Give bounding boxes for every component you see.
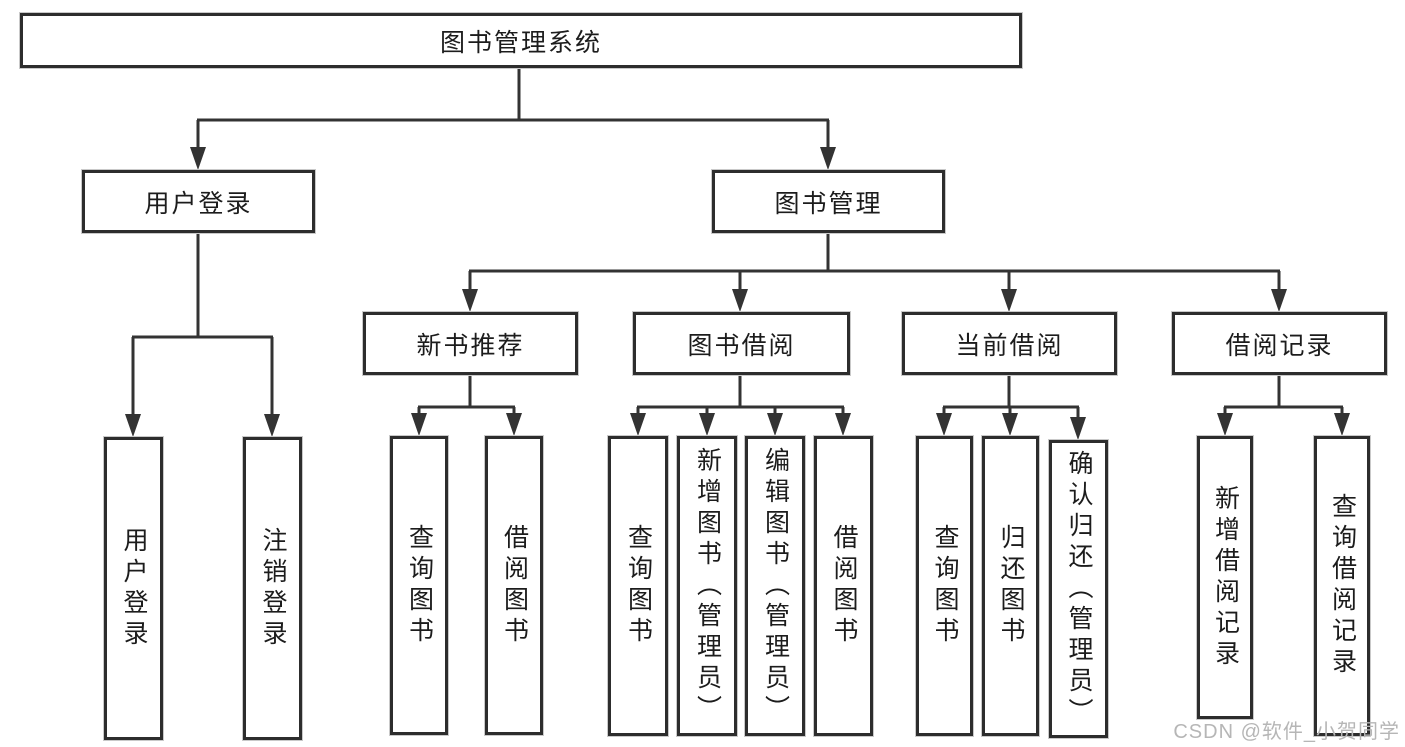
node-current-borrow: 当前借阅 (902, 312, 1117, 375)
node-book-borrow-label: 图书借阅 (687, 331, 796, 360)
node-confirm-return-admin: 确认归还（管理员） (1049, 440, 1108, 738)
node-return-books-label: 归还图书 (997, 524, 1025, 648)
node-current-borrow-label: 当前借阅 (955, 331, 1064, 360)
node-book-borrow: 图书借阅 (633, 312, 850, 375)
node-edit-books-admin: 编辑图书（管理员） (745, 436, 805, 736)
node-borrow-books-leaf-label: 借阅图书 (830, 524, 858, 648)
node-query-borrow-record: 查询借阅记录 (1314, 436, 1370, 736)
node-book-management: 图书管理 (712, 170, 945, 233)
node-root: 图书管理系统 (20, 13, 1022, 68)
node-logout: 注销登录 (243, 437, 302, 740)
node-borrow-books-recommend-label: 借阅图书 (500, 523, 529, 648)
node-add-books-admin-label: 新增图书（管理员） (693, 446, 722, 726)
node-edit-books-admin-label: 编辑图书（管理员） (761, 446, 790, 726)
node-return-books: 归还图书 (982, 436, 1039, 736)
node-new-book-recommend-label: 新书推荐 (416, 331, 525, 360)
node-borrow-books-leaf: 借阅图书 (814, 436, 873, 736)
node-book-management-label: 图书管理 (774, 189, 883, 218)
node-add-borrow-record: 新增借阅记录 (1197, 436, 1253, 719)
node-query-borrow-record-label: 查询借阅记录 (1328, 493, 1357, 679)
node-user-login-leaf: 用户登录 (104, 437, 163, 740)
node-user-login-label: 用户登录 (144, 189, 253, 218)
node-query-books-current-label: 查询图书 (931, 524, 959, 648)
node-query-books-recommend: 查询图书 (390, 436, 448, 735)
node-root-label: 图书管理系统 (439, 28, 602, 57)
node-logout-label: 注销登录 (259, 526, 287, 651)
node-confirm-return-admin-label: 确认归还（管理员） (1065, 449, 1093, 729)
node-new-book-recommend: 新书推荐 (363, 312, 578, 375)
node-borrow-books-recommend: 借阅图书 (485, 436, 543, 735)
node-borrow-records: 借阅记录 (1172, 312, 1387, 375)
node-query-books-borrow: 查询图书 (608, 436, 668, 736)
csdn-watermark: CSDN @软件_小贺同学 (1173, 721, 1400, 743)
node-borrow-records-label: 借阅记录 (1225, 331, 1334, 360)
node-add-books-admin: 新增图书（管理员） (677, 436, 737, 736)
node-query-books-current: 查询图书 (916, 436, 973, 736)
node-user-login: 用户登录 (82, 170, 315, 233)
node-query-books-recommend-label: 查询图书 (405, 523, 434, 648)
node-add-borrow-record-label: 新增借阅记录 (1211, 484, 1240, 671)
node-user-login-leaf-label: 用户登录 (120, 526, 148, 651)
node-query-books-borrow-label: 查询图书 (624, 524, 653, 648)
